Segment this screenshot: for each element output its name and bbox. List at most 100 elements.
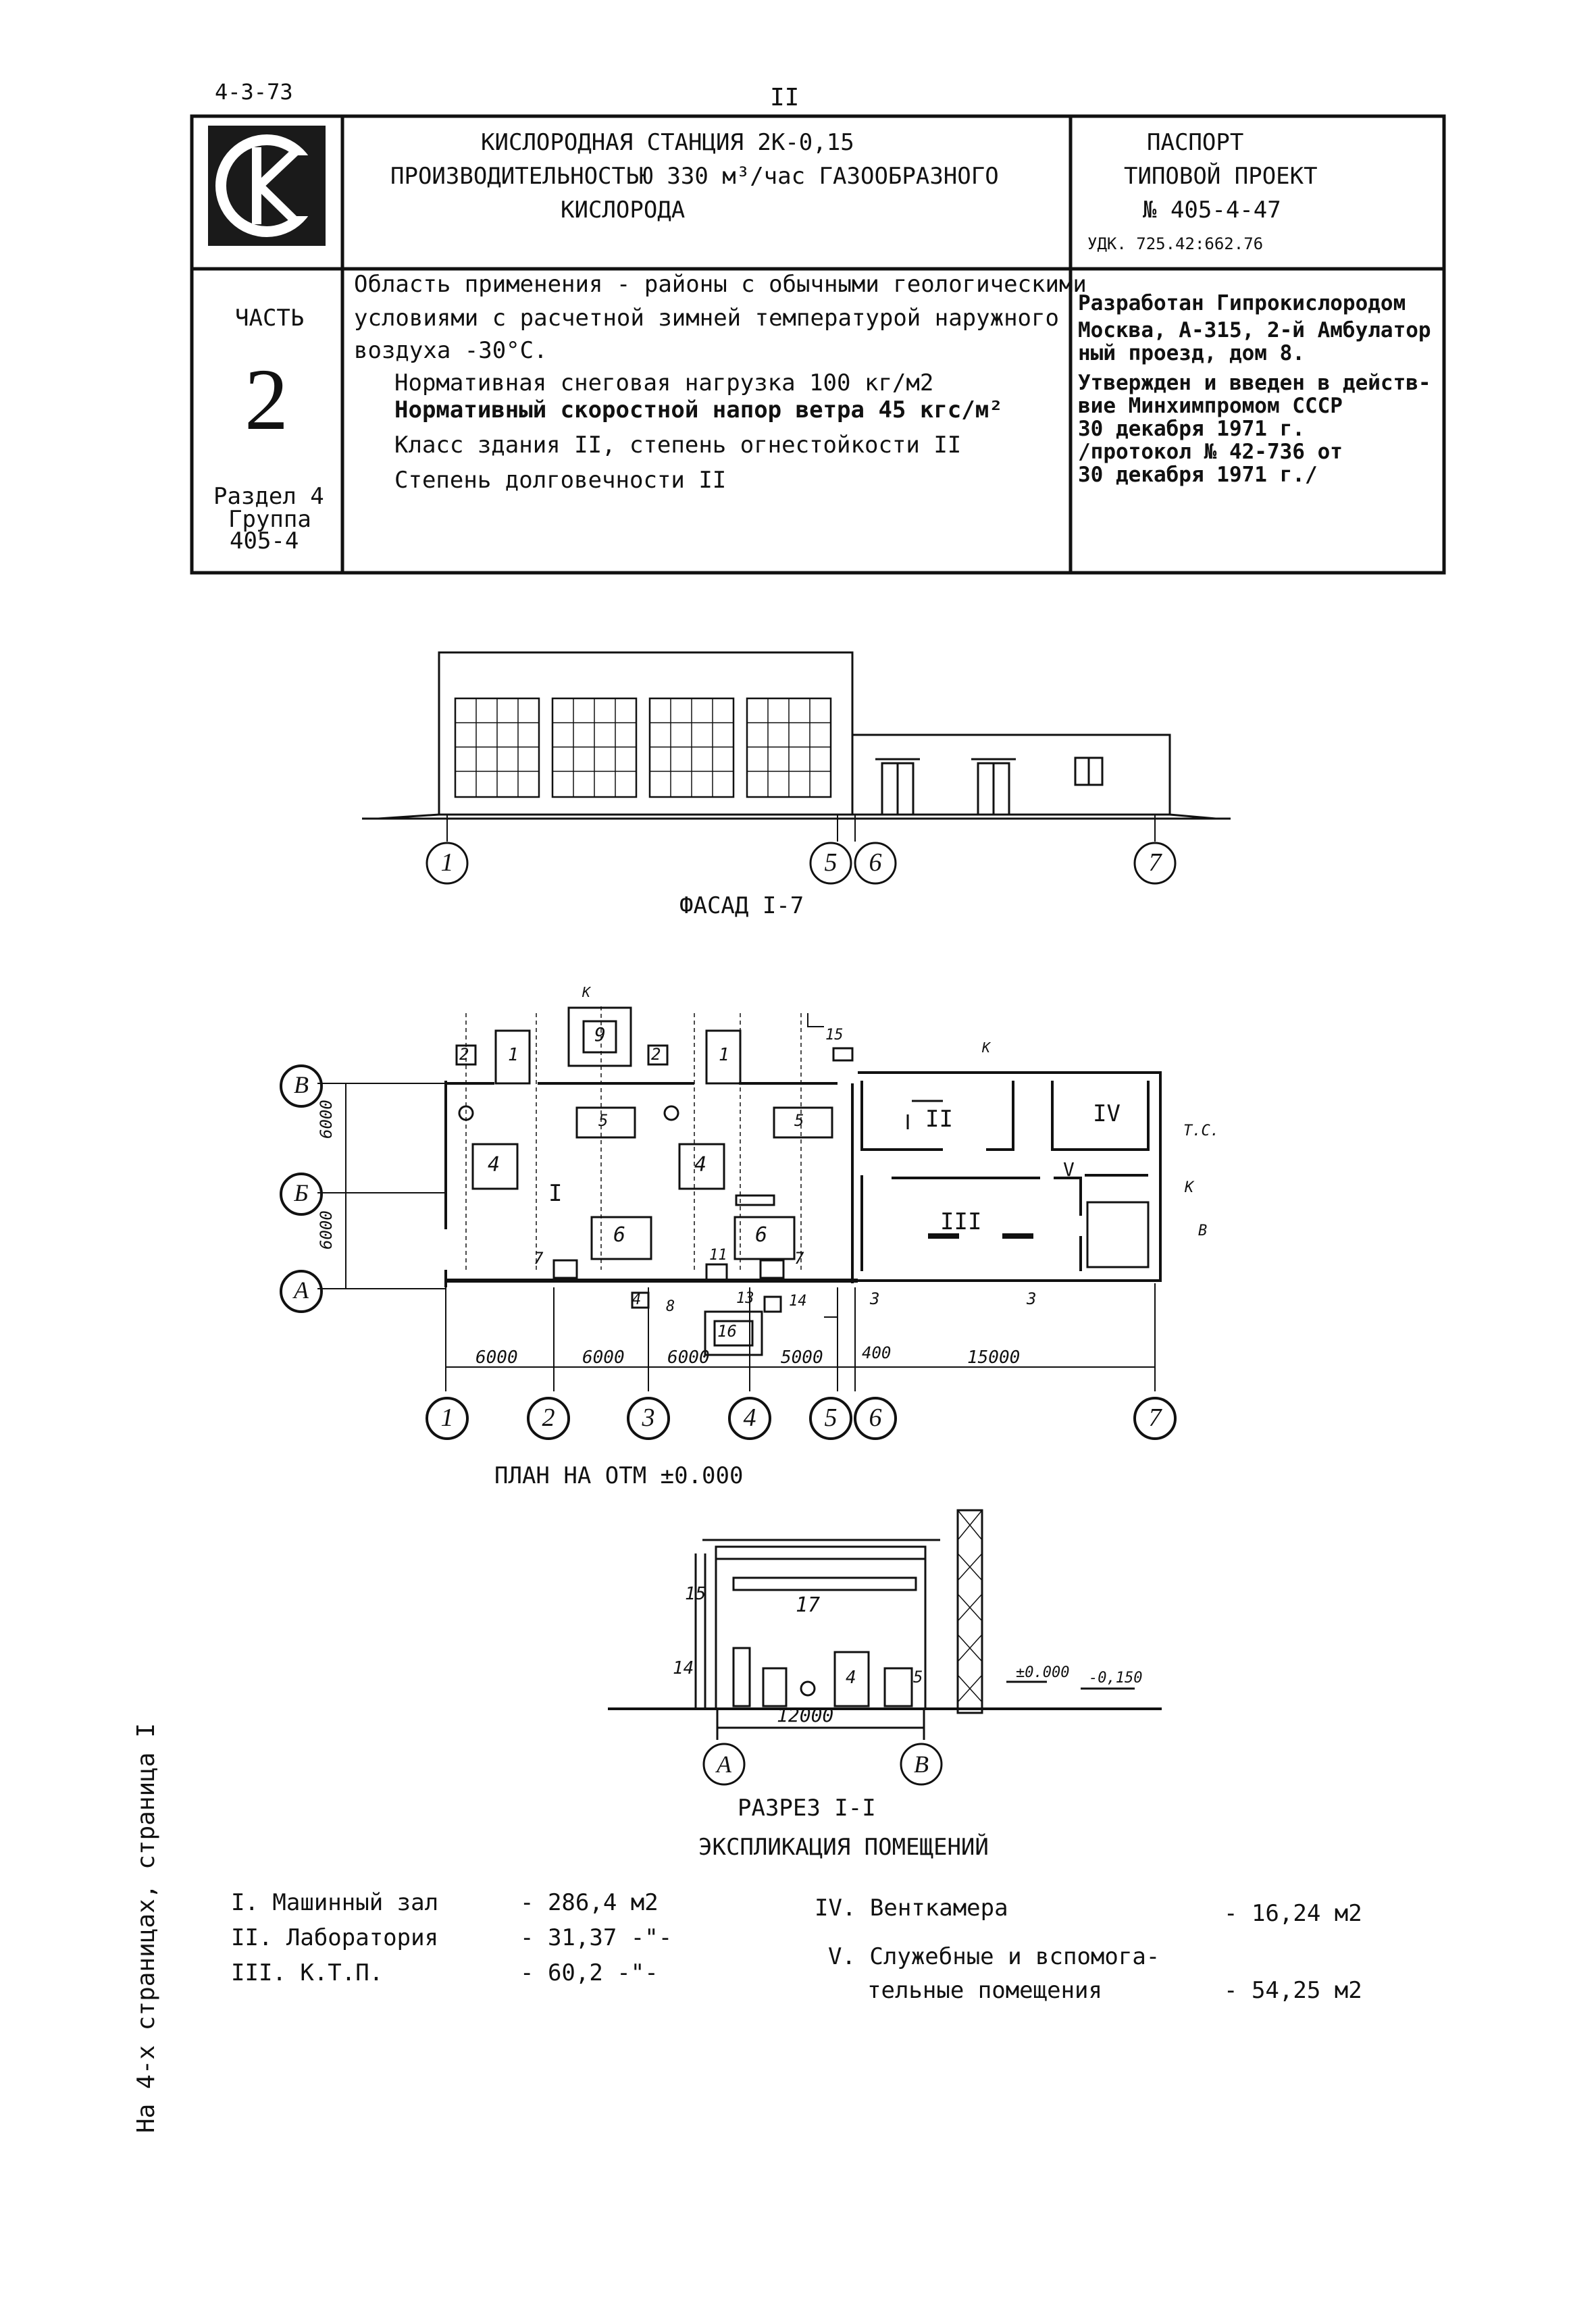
plan-mark-6b: 6 (755, 1223, 768, 1247)
plan-mark-4b: 4 (694, 1153, 707, 1177)
plan-drawing (280, 1006, 1177, 1440)
explication-right-1-name: IV. Венткамера (815, 1895, 1008, 1922)
section-level-0: ±0.000 (1016, 1664, 1070, 1681)
developer-line-1: Разработан Гипрокислородом (1078, 291, 1406, 315)
section-mark-15: 15 (685, 1584, 706, 1604)
typical-project-label: ТИПОВОЙ ПРОЕКТ (1124, 163, 1318, 190)
section-caption: РАЗРЕЗ I-I (738, 1795, 876, 1822)
plan-mark-k2: К (982, 1039, 991, 1056)
plan-mark-7b: 7 (794, 1249, 804, 1268)
section-dim: 12000 (777, 1704, 834, 1726)
plan-room-IV: IV (1093, 1100, 1121, 1127)
plan-axis-1: 1 (440, 1404, 454, 1432)
plan-mark-k3: К (1185, 1179, 1194, 1196)
plan-mark-k1: К (582, 984, 591, 1000)
plan-axis-V: В (294, 1071, 309, 1098)
section-mark-17: 17 (796, 1593, 821, 1617)
side-note: На 4-х страницах, страница I (132, 1723, 160, 2133)
plan-axis-A: А (294, 1277, 309, 1304)
doc-code: 4-3-73 (215, 79, 293, 105)
plan-mark-4a: 4 (488, 1153, 500, 1177)
plan-mark-8: 8 (666, 1298, 675, 1315)
plan-room-II: II (925, 1106, 953, 1133)
passport-label: ПАСПОРТ (1147, 129, 1244, 156)
explication-left-2-value: - 31,37 -"- (520, 1924, 673, 1951)
plan-mark-ts: Т.С. (1183, 1123, 1219, 1139)
plan-mark-3a: 3 (870, 1289, 880, 1308)
page-number: II (770, 84, 800, 111)
scope-line-2: условиями с расчетной зимней температуро… (354, 305, 1059, 332)
facade-caption: ФАСАД I-7 (679, 892, 804, 919)
plan-mark-15: 15 (825, 1027, 844, 1044)
plan-mark-6a: 6 (613, 1223, 626, 1247)
plan-mark-3b: 3 (1027, 1289, 1037, 1308)
plan-axis-7: 7 (1148, 1404, 1162, 1432)
plan-mark-14: 14 (789, 1293, 807, 1310)
plan-dim-6: 15000 (967, 1347, 1021, 1368)
section-mark-5: 5 (913, 1668, 923, 1687)
section-line-1: Раздел 4 (213, 483, 324, 510)
scope-line-7: Степень долговечности II (394, 467, 727, 494)
plan-mark-7a: 7 (534, 1249, 544, 1268)
plan-mark-4c: 4 (632, 1291, 642, 1308)
plan-axis-B: Б (294, 1179, 309, 1206)
plan-mark-5a: 5 (598, 1111, 609, 1130)
plan-room-V: V (1063, 1158, 1075, 1181)
developer-line-4: Утвержден и введен в действ- (1078, 371, 1431, 395)
section-mark-4: 4 (846, 1668, 856, 1688)
explication-left-2-name: II. Лаборатория (231, 1924, 439, 1951)
plan-mark-5b: 5 (794, 1111, 804, 1130)
plan-axis-2: 2 (542, 1404, 555, 1432)
section-mark-14: 14 (673, 1658, 694, 1678)
part-number: 2 (244, 351, 288, 448)
section-line-2: Группа (228, 506, 311, 533)
scope-line-1: Область применения - районы с обычными г… (354, 271, 1087, 298)
developer-line-7: /протокол № 42-736 от (1078, 440, 1343, 464)
scope-line-4: Нормативная снеговая нагрузка 100 кг/м2 (394, 369, 934, 396)
plan-room-I: I (548, 1180, 563, 1207)
plan-mark-11: 11 (709, 1247, 727, 1264)
plan-axis-6: 6 (869, 1404, 882, 1432)
project-number: № 405-4-47 (1143, 197, 1281, 224)
section-drawing (608, 1509, 1162, 1786)
plan-caption: ПЛАН НА ОТМ ±0.000 (494, 1462, 744, 1489)
explication-right-1-value: - 16,24 м2 (1224, 1900, 1362, 1927)
explication-right-2-name: V. Служебные и вспомога- (828, 1943, 1160, 1970)
scope-line-6: Класс здания II, степень огнестойкости I… (394, 432, 962, 459)
title-line-3: КИСЛОРОДА (561, 197, 686, 224)
section-line-3: 405-4 (230, 528, 299, 555)
plan-mark-1b: 1 (719, 1045, 729, 1065)
facade-axis-1: 1 (440, 848, 454, 877)
section-axis-A: А (717, 1751, 731, 1778)
developer-line-8: 30 декабря 1971 г./ (1078, 463, 1318, 487)
part-label: ЧАСТЬ (235, 305, 305, 332)
plan-dim-1: 6000 (475, 1347, 518, 1368)
explication-left-1-name: I. Машинный зал (231, 1889, 439, 1916)
scope-line-3: воздуха -30°С. (354, 337, 548, 364)
title-line-1: КИСЛОРОДНАЯ СТАНЦИЯ 2К-0,15 (481, 129, 854, 156)
explication-title: ЭКСПЛИКАЦИЯ ПОМЕЩЕНИЙ (698, 1834, 989, 1861)
title-block-frame (190, 114, 1446, 575)
plan-dim-2: 6000 (582, 1347, 625, 1368)
plan-axis-4: 4 (743, 1404, 756, 1432)
title-line-2: ПРОИЗВОДИТЕЛЬНОСТЬЮ 330 м³/час ГАЗООБРАЗ… (390, 163, 999, 190)
plan-mark-2b: 2 (651, 1045, 661, 1064)
facade-axis-6: 6 (869, 848, 882, 877)
plan-dim-4: 5000 (781, 1347, 823, 1368)
developer-line-3: ный проезд, дом 8. (1078, 341, 1305, 365)
explication-left-3-value: - 60,2 -"- (520, 1959, 659, 1986)
gk-logo-icon (208, 126, 326, 246)
plan-mark-9: 9 (594, 1023, 606, 1046)
facade-drawing (362, 651, 1231, 885)
explication-right-2-value: - 54,25 м2 (1224, 1977, 1362, 2004)
plan-axis-3: 3 (642, 1404, 655, 1432)
developer-line-5: вие Минхимпромом СССР (1078, 394, 1343, 418)
explication-left-3-name: III. К.Т.П. (231, 1959, 384, 1986)
section-level-1: -0,150 (1089, 1670, 1143, 1687)
plan-mark-16: 16 (717, 1322, 737, 1341)
udk-code: УДК. 725.42:662.76 (1087, 234, 1264, 253)
developer-line-6: 30 декабря 1971 г. (1078, 417, 1305, 441)
facade-axis-5: 5 (824, 848, 838, 877)
plan-dim-3: 6000 (667, 1347, 710, 1368)
plan-axis-5: 5 (824, 1404, 838, 1432)
